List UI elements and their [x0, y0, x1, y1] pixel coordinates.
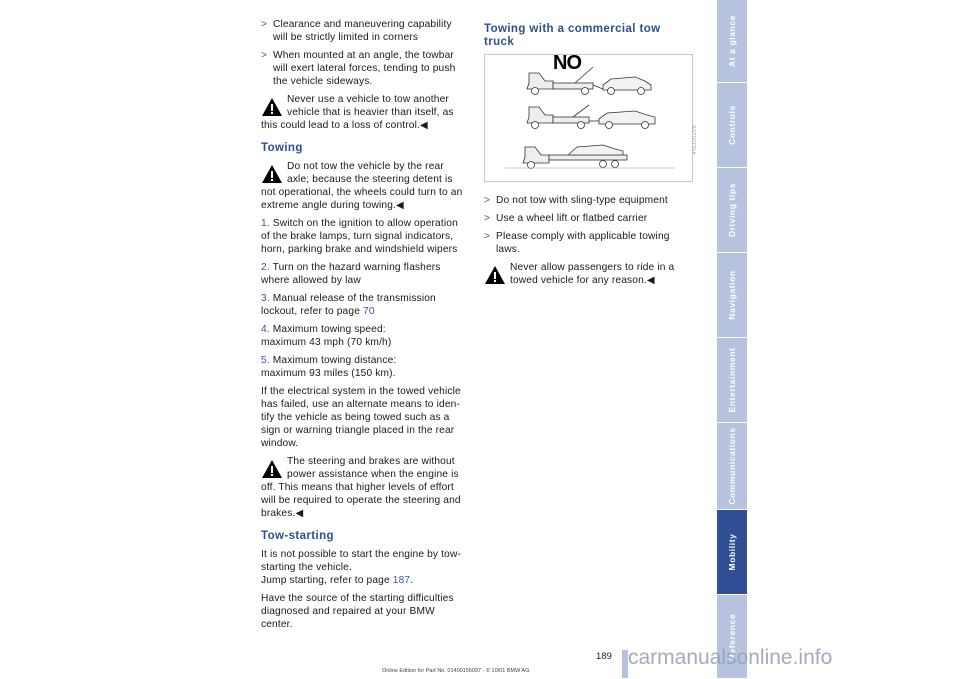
step-item: 1. Switch on the ignition to allow opera…: [261, 217, 468, 256]
tab-label: Communications: [727, 427, 737, 505]
bullet-marker: >: [261, 50, 268, 61]
jump-start-text: Jump starting, refer to page: [261, 575, 393, 586]
page-number: 189: [596, 651, 612, 662]
tab-entertainment[interactable]: Entertainment: [717, 338, 747, 423]
tab-at-a-glance[interactable]: At a glance: [717, 0, 747, 83]
page-edge-bar: [622, 650, 628, 678]
bullet-marker: >: [484, 213, 491, 224]
tab-mobility[interactable]: Mobility: [717, 510, 747, 595]
footer-text: Online Edition for Part No. 01400156097 …: [382, 668, 530, 674]
tow-truck-illustration: NO 4NU00206: [484, 52, 698, 182]
tab-driving-tips[interactable]: Driving tips: [717, 168, 747, 253]
step-item: 4. Maximum towing speed: maximum 43 mph …: [261, 323, 468, 349]
step-text: Switch on the ignition to allow operatio…: [261, 218, 458, 255]
tab-navigation[interactable]: Navigation: [717, 253, 747, 338]
warning-note: Never use a vehicle to tow another vehic…: [261, 93, 468, 132]
warning-icon: [261, 459, 283, 479]
right-column: Towing with a commercial tow truck: [484, 18, 698, 292]
step-number: 1.: [261, 218, 270, 229]
bullet-marker: >: [484, 231, 491, 242]
watermark: carmanualsonline.info: [628, 646, 833, 669]
warning-note: Never allow passengers to ride in a towe…: [484, 261, 692, 287]
tab-label: Navigation: [727, 270, 737, 320]
period: .: [410, 575, 414, 586]
tab-controls[interactable]: Controls: [717, 83, 747, 168]
step-number: 3.: [261, 293, 270, 304]
tow-start-paragraph: It is not possible to start the engine b…: [261, 548, 468, 587]
step-number: 4.: [261, 324, 270, 335]
step-number: 5.: [261, 355, 270, 366]
left-column: > Clearance and maneuvering capability wi…: [261, 18, 468, 636]
step-item: 2. Turn on the hazard warning flashers w…: [261, 261, 468, 287]
tab-label: Driving tips: [727, 183, 737, 237]
tab-label: At a glance: [727, 15, 737, 67]
tab-label: Mobility: [727, 533, 737, 571]
electrical-paragraph: If the electrical system in the towed ve…: [261, 386, 461, 449]
warning-text: Do not tow the vehicle by the rear axle;…: [261, 161, 463, 211]
warning-icon: [484, 265, 506, 285]
diagnose-paragraph: Have the source of the starting difficul…: [261, 593, 454, 630]
bullet-text: Please comply with applicable towing law…: [496, 231, 670, 255]
section-heading-tow-starting: Tow-starting: [261, 530, 334, 542]
tab-label: Controls: [727, 105, 737, 145]
chapter-tabs: At a glance Controls Driving tips Naviga…: [717, 0, 747, 679]
step-text: Turn on the hazard warning flashers wher…: [261, 262, 441, 286]
tab-communications[interactable]: Communications: [717, 423, 747, 510]
bullet-marker: >: [261, 19, 268, 30]
list-item: > Clearance and maneuvering capability wi…: [261, 18, 468, 44]
tow-start-text: It is not possible to start the engine b…: [261, 549, 461, 573]
tab-label: Entertainment: [727, 347, 737, 413]
section-heading-tow-truck: Towing with a commercial tow truck: [484, 23, 661, 48]
step-item: 5. Maximum towing distance: maximum 93 m…: [261, 354, 468, 380]
bullet-text: When mounted at an angle, the towbar wil…: [273, 50, 456, 87]
page-reference-link[interactable]: 70: [363, 306, 375, 317]
step-text: Maximum towing distance: maximum 93 mile…: [261, 355, 397, 379]
step-item: 3. Manual release of the transmission lo…: [261, 292, 468, 318]
warning-note: Do not tow the vehicle by the rear axle;…: [261, 160, 468, 212]
list-item: > When mounted at an angle, the towbar wi…: [261, 49, 468, 88]
no-label: NO: [553, 52, 582, 74]
step-text: Maximum towing speed: maximum 43 mph (70…: [261, 324, 392, 348]
list-item: > Use a wheel lift or flatbed carrier: [484, 212, 692, 225]
warning-icon: [261, 164, 283, 184]
figure-code: 4NU00206: [692, 125, 698, 155]
warning-icon: [261, 97, 283, 117]
step-number: 2.: [261, 262, 270, 273]
list-item: > Do not tow with sling-type equipment: [484, 194, 692, 207]
warning-text: Never allow passengers to ride in a towe…: [510, 262, 675, 286]
bullet-text: Clearance and maneuvering capability wil…: [273, 19, 452, 43]
bullet-text: Use a wheel lift or flatbed carrier: [496, 213, 648, 224]
bullet-text: Do not tow with sling-type equipment: [496, 195, 668, 206]
list-item: > Please comply with applicable towing la…: [484, 230, 692, 256]
page-reference-link[interactable]: 187: [392, 575, 411, 586]
warning-text: The steering and brakes are without powe…: [261, 456, 461, 519]
tow-truck-drawing: [505, 66, 675, 169]
section-heading-towing: Towing: [261, 142, 303, 154]
step-text: Manual release of the transmission locko…: [261, 293, 436, 317]
bullet-marker: >: [484, 195, 491, 206]
warning-note: The steering and brakes are without powe…: [261, 455, 468, 520]
warning-text: Never use a vehicle to tow another vehic…: [261, 94, 454, 131]
